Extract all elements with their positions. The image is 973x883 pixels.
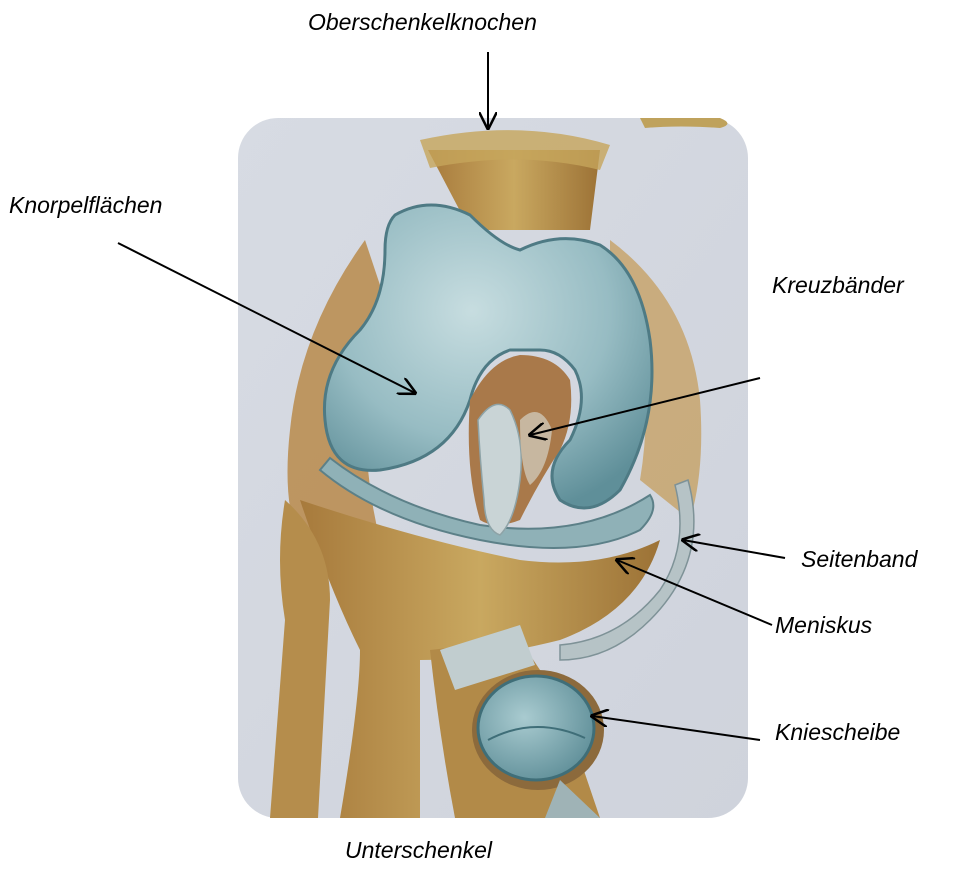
label-cartilage: Knorpelflächen	[9, 194, 162, 217]
label-lower-leg: Unterschenkel	[345, 839, 492, 862]
label-collateral-ligament: Seitenband	[801, 548, 917, 571]
label-cruciate-ligaments: Kreuzbänder	[772, 274, 904, 297]
label-meniscus: Meniskus	[775, 614, 872, 637]
label-kneecap: Kniescheibe	[775, 721, 900, 744]
label-femur: Oberschenkelknochen	[308, 11, 537, 34]
